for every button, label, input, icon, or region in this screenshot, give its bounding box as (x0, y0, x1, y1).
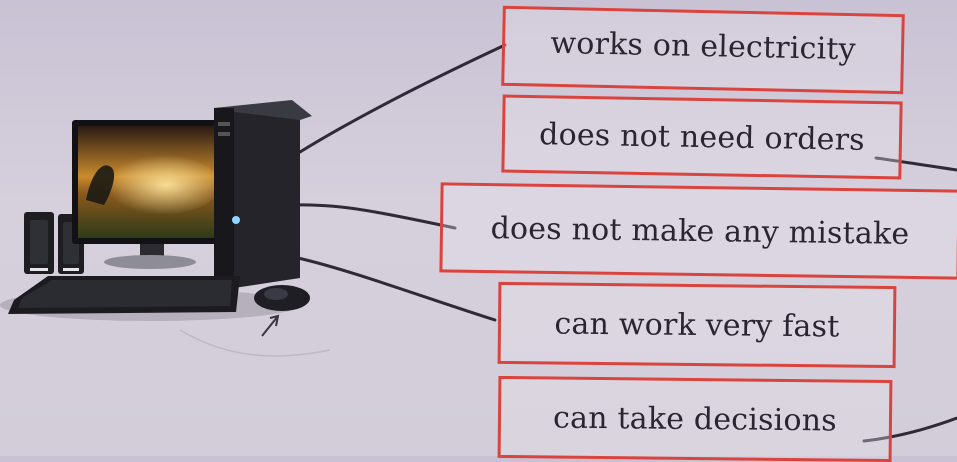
option-box-does-not-make-any-mistake[interactable]: does not make any mistake (439, 182, 957, 279)
option-text: can work very fast (554, 306, 839, 344)
connector-line-2 (296, 205, 455, 228)
option-text: does not need orders (539, 117, 865, 158)
option-text: does not make any mistake (490, 211, 909, 252)
keyboard (8, 276, 240, 314)
option-box-works-on-electricity[interactable]: works on electricity (501, 6, 905, 94)
option-text: can take decisions (553, 400, 837, 438)
mouse (254, 285, 310, 311)
monitor (72, 120, 232, 269)
option-box-does-not-need-orders[interactable]: does not need orders (501, 95, 902, 180)
option-box-can-take-decisions[interactable]: can take decisions (498, 376, 893, 462)
connector-line-1 (300, 45, 505, 152)
pencil-arrow-mark (262, 316, 278, 336)
option-text: works on electricity (550, 25, 856, 66)
option-box-can-work-very-fast[interactable]: can work very fast (498, 282, 897, 368)
speaker-left (24, 212, 54, 274)
cpu-tower (214, 100, 312, 288)
